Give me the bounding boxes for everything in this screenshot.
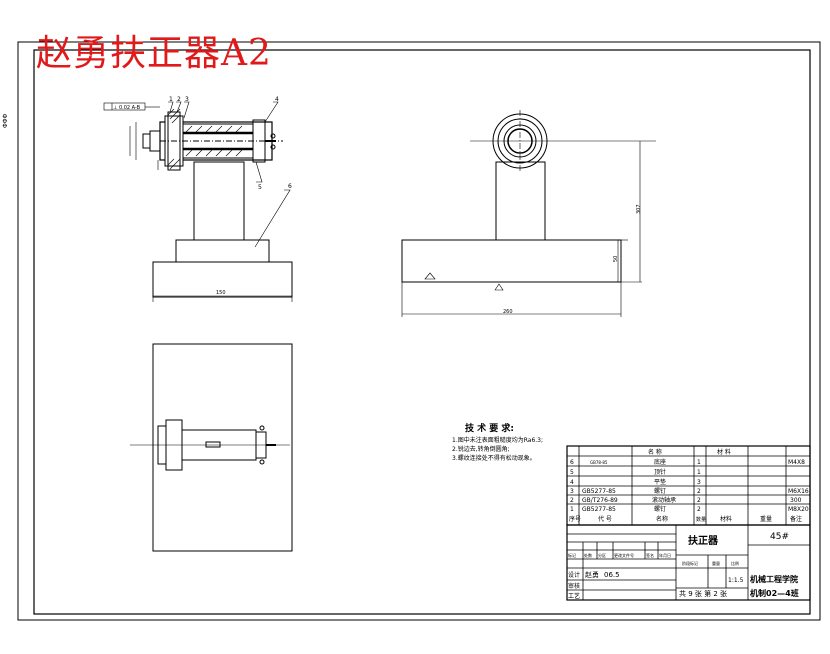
svg-text:滚动轴承: 滚动轴承 [652, 496, 676, 504]
leader-4: 4 [275, 96, 279, 103]
bom-row-3: 3 GB5277-85 螺钉 2 M6X16 [570, 487, 809, 495]
front-base-top [175, 239, 270, 263]
svg-text:分区: 分区 [598, 552, 606, 558]
svg-text:螺钉: 螺钉 [654, 505, 666, 513]
svg-text:1: 1 [570, 506, 574, 513]
svg-text:螺钉: 螺钉 [654, 487, 666, 495]
leader-5: 5 [258, 184, 262, 191]
svg-text:1: 1 [697, 459, 701, 466]
front-column [193, 161, 245, 241]
inner-border [33, 49, 811, 615]
title-block-marks: 标记 处数 分区 更改文件号 签名 年月日 [568, 552, 671, 558]
title-block-designer-label: 设计 [568, 571, 580, 579]
svg-text:M4X8: M4X8 [788, 459, 805, 466]
svg-text:签名: 签名 [646, 552, 654, 558]
svg-text:顶针: 顶针 [654, 468, 666, 476]
svg-text:代 号: 代 号 [598, 515, 612, 523]
svg-text:序号: 序号 [569, 515, 581, 523]
svg-text:1: 1 [697, 469, 701, 476]
svg-text:阶段标记: 阶段标记 [682, 560, 698, 566]
bom-table [566, 445, 811, 526]
leader-3: 3 [185, 96, 189, 103]
title-block-material: 45# [770, 532, 789, 542]
svg-text:重量: 重量 [712, 560, 720, 566]
svg-text:名称: 名称 [656, 515, 668, 523]
leader-6: 6 [288, 183, 292, 190]
svg-text:5: 5 [570, 469, 574, 476]
svg-text:3: 3 [570, 488, 574, 495]
top-outline [152, 343, 293, 552]
top-view [130, 343, 293, 552]
bom-top-label-b: 材 料 [717, 448, 731, 456]
title-block-designer: 赵勇 [585, 570, 599, 579]
leader-1: 1 [169, 96, 173, 103]
leader-2: 2 [177, 96, 181, 103]
title-block-sheets: 共 9 张 第 2 张 [679, 589, 727, 598]
svg-text:2: 2 [697, 497, 701, 504]
svg-text:300: 300 [790, 497, 802, 504]
side-view [401, 110, 656, 317]
svg-text:GB5277-85: GB5277-85 [582, 488, 616, 495]
svg-text:GB5277-85: GB5277-85 [582, 506, 616, 513]
title-block-school: 机械工程学院 [750, 574, 798, 584]
title-block-class: 机制02—4班 [750, 588, 799, 598]
svg-text:材料: 材料 [720, 515, 732, 523]
bom-row-6: 6 GB78-85 底座 1 M4X8 [570, 458, 805, 466]
svg-text:2: 2 [697, 488, 701, 495]
svg-text:数量: 数量 [696, 516, 706, 523]
outer-frame [17, 41, 821, 621]
svg-text:2: 2 [697, 506, 701, 513]
tech-req-item-3: 3.螺纹连接处不得有松动现象。 [452, 454, 536, 462]
svg-text:重量: 重量 [760, 515, 772, 523]
bom-row-2: 2 GB/T276-89 滚动轴承 2 300 [570, 496, 802, 504]
tech-req-heading: 技 术 要 求: [465, 422, 514, 434]
tech-req-item-1: 1.图中未注表面粗糙度均为Ra6.3; [452, 436, 543, 444]
bom-header: 序号 代 号 名称 数量 材料 重量 备注 [569, 515, 802, 523]
title-block-name: 扶正器 [688, 534, 719, 547]
side-base [401, 239, 622, 283]
title-block-review-label: 审核 [568, 582, 580, 590]
svg-text:标记: 标记 [568, 552, 576, 558]
dim-front-width: 150 [216, 290, 226, 296]
svg-text:GB78-85: GB78-85 [590, 460, 608, 465]
bom-top-label-a: 名 称 [648, 448, 662, 456]
svg-text:底座: 底座 [654, 458, 666, 466]
title-block-scale: 1:1.5 [728, 577, 744, 584]
side-column [495, 161, 546, 241]
dim-side-width: 260 [503, 309, 513, 315]
bom-row-5: 5 顶针 1 [570, 468, 701, 476]
svg-text:3: 3 [697, 479, 701, 486]
svg-text:备注: 备注 [790, 515, 802, 523]
dim-base-height: 50 [613, 256, 619, 262]
title-block-craft-label: 工艺 [568, 592, 580, 600]
bom-row-1: 1 GB5277-85 螺钉 2 M8X20 [570, 505, 809, 513]
front-view [129, 101, 293, 302]
svg-text:M6X16: M6X16 [788, 488, 809, 495]
svg-text:2: 2 [570, 497, 574, 504]
dim-side-height: 307 [636, 204, 642, 214]
bom-row-4: 4 平垫 3 [570, 478, 701, 486]
tolerance-frame [103, 102, 146, 111]
tolerance-box-text: ⊥ 0.02 A-B [113, 105, 141, 111]
title-block-date: 06.5 [604, 571, 620, 579]
svg-text:GB/T276-89: GB/T276-89 [582, 497, 618, 504]
svg-text:6: 6 [570, 459, 574, 466]
title-block [566, 524, 811, 601]
svg-text:M8X20: M8X20 [788, 506, 809, 513]
svg-text:平垫: 平垫 [654, 478, 666, 486]
side-label: ΦΦΦ [2, 113, 9, 128]
svg-text:4: 4 [570, 479, 574, 486]
svg-text:年月日: 年月日 [659, 552, 671, 558]
svg-text:更改文件号: 更改文件号 [614, 552, 634, 558]
drawing-title: 赵勇扶正器A2 [36, 33, 272, 74]
title-block-stage: 阶段标记 重量 比例 [682, 560, 739, 566]
svg-text:比例: 比例 [731, 560, 739, 566]
svg-text:处数: 处数 [584, 552, 592, 558]
tech-req-item-2: 2.锐边去,转角倒圆角; [452, 445, 510, 453]
